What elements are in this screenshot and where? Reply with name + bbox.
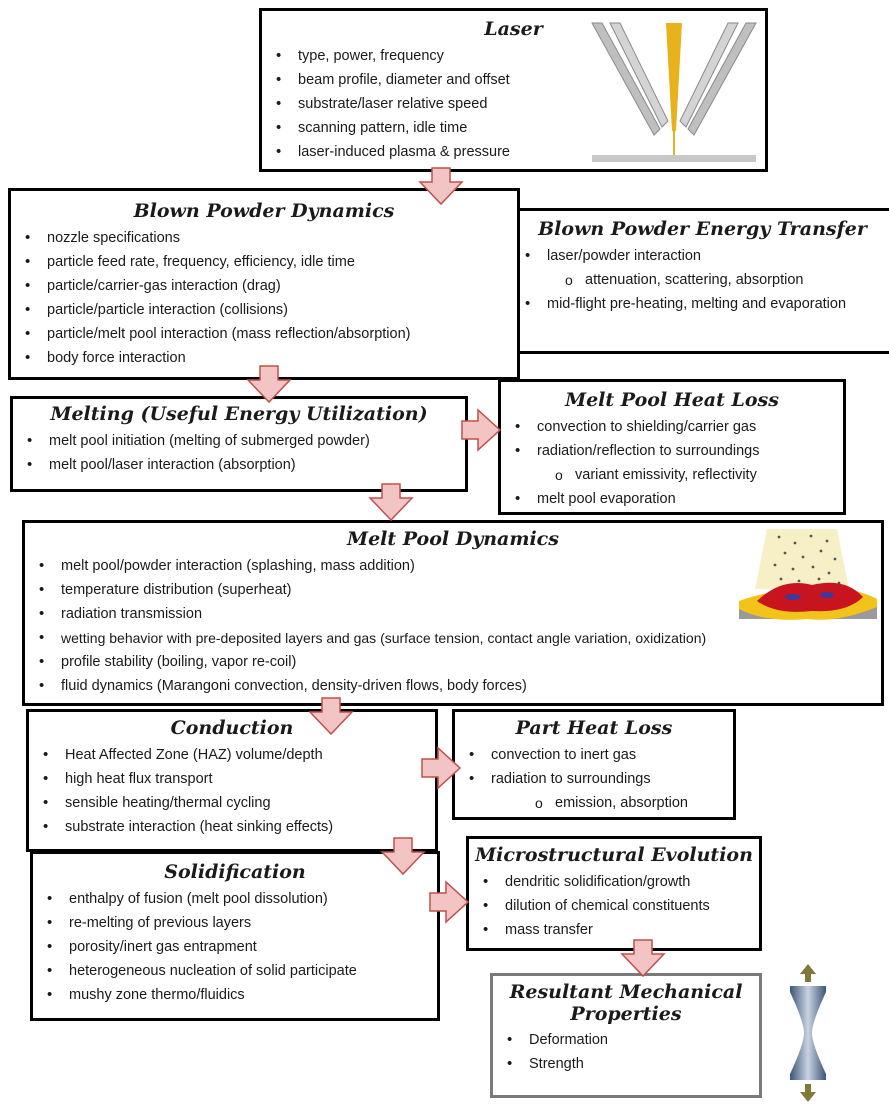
resultant-mechanical-properties-box: Resultant Mechanical Properties Deformat…	[490, 973, 762, 1098]
melt-pool-heat-loss-title: Melt Pool Heat Loss	[565, 389, 779, 411]
resultant-mechanical-properties-title: Resultant Mechanical Properties	[509, 981, 743, 1025]
melt-pool-dynamics-box: Melt Pool Dynamics melt pool/powder inte…	[22, 520, 884, 706]
conduction-box: Conduction Heat Affected Zone (HAZ) volu…	[26, 709, 438, 852]
tensile-specimen-illustration	[790, 964, 826, 1102]
list-item: mass transfer	[469, 918, 759, 942]
arrow-microstructure-to-properties	[620, 939, 666, 978]
arrow-dynamics-to-conduction	[308, 697, 354, 736]
list-item: dilution of chemical constituents	[469, 894, 759, 918]
solidification-list: enthalpy of fusion (melt pool dissolutio…	[33, 887, 437, 1007]
list-item: porosity/inert gas entrapment	[33, 935, 437, 959]
melting-list: melt pool initiation (melting of submerg…	[13, 429, 465, 477]
list-item: substrate/laser relative speed	[262, 92, 765, 116]
list-item: Deformation	[493, 1028, 759, 1052]
laser-title: Laser	[484, 18, 543, 40]
melt-pool-dynamics-list: melt pool/powder interaction (splashing,…	[25, 554, 881, 698]
list-item: convection to inert gas	[455, 743, 733, 767]
list-item: mid-flight pre-heating, melting and evap…	[511, 292, 847, 316]
list-item: type, power, frequency	[262, 44, 765, 68]
microstructural-evolution-box: Microstructural Evolution dendritic soli…	[466, 836, 762, 951]
microstructural-evolution-list: dendritic solidification/growth dilution…	[469, 870, 759, 942]
list-item: convection to shielding/carrier gas	[501, 415, 843, 439]
list-item: laser-induced plasma & pressure	[262, 140, 765, 164]
melt-pool-dynamics-title: Melt Pool Dynamics	[347, 528, 559, 550]
melt-pool-illustration	[739, 529, 877, 620]
list-item: radiation to surroundings	[455, 767, 733, 791]
part-heat-loss-title: Part Heat Loss	[515, 717, 673, 739]
arrow-laser-to-powder	[418, 167, 464, 206]
list-item: Strength	[493, 1052, 759, 1076]
list-item: profile stability (boiling, vapor re-coi…	[25, 650, 881, 674]
arrow-powder-to-melting	[246, 365, 292, 404]
solidification-box: Solidification enthalpy of fusion (melt …	[30, 851, 440, 1021]
list-item: radiation/reflection to surroundings	[501, 439, 843, 463]
solidification-title: Solidification	[164, 861, 306, 883]
list-item: particle/carrier-gas interaction (drag)	[11, 274, 517, 298]
list-item: particle/particle interaction (collision…	[11, 298, 517, 322]
list-subitem: attenuation, scattering, absorption	[511, 268, 889, 292]
laser-list: type, power, frequency beam profile, dia…	[262, 44, 765, 164]
arrow-conduction-to-part-heat-loss	[421, 746, 462, 790]
blown-powder-dynamics-title: Blown Powder Dynamics	[133, 200, 395, 222]
part-heat-loss-list: convection to inert gas radiation to sur…	[455, 743, 733, 815]
blown-powder-dynamics-box: Blown Powder Dynamics nozzle specificati…	[8, 188, 520, 380]
list-item: dendritic solidification/growth	[469, 870, 759, 894]
list-item: scanning pattern, idle time	[262, 116, 765, 140]
melt-pool-heat-loss-box: Melt Pool Heat Loss convection to shield…	[498, 379, 846, 515]
list-item: fluid dynamics (Marangoni convection, de…	[25, 674, 881, 698]
melting-title: Melting (Useful Energy Utilization)	[50, 403, 428, 425]
conduction-title: Conduction	[170, 717, 294, 739]
list-item: particle/melt pool interaction (mass ref…	[11, 322, 517, 346]
melt-pool-heat-loss-list: convection to shielding/carrier gas radi…	[501, 415, 843, 511]
blown-powder-energy-transfer-box: Blown Powder Energy Transfer laser/powde…	[508, 208, 889, 354]
list-item: melt pool/powder interaction (splashing,…	[25, 554, 881, 578]
blown-powder-dynamics-list: nozzle specifications particle feed rate…	[11, 226, 517, 370]
list-item: nozzle specifications	[11, 226, 517, 250]
list-item: melt pool initiation (melting of submerg…	[13, 429, 465, 453]
list-item: radiation transmission	[25, 602, 881, 626]
list-item: enthalpy of fusion (melt pool dissolutio…	[33, 887, 437, 911]
list-subitem: emission, absorption	[455, 791, 733, 815]
list-item: melt pool evaporation	[501, 487, 843, 511]
list-item: wetting behavior with pre-deposited laye…	[25, 626, 881, 650]
microstructural-evolution-title: Microstructural Evolution	[475, 844, 753, 866]
blown-powder-energy-transfer-list: laser/powder interaction attenuation, sc…	[511, 244, 889, 316]
arrow-melting-to-dynamics	[368, 483, 414, 522]
list-item: body force interaction	[11, 346, 517, 370]
list-item: laser/powder interaction	[511, 244, 889, 268]
arrow-solidification-to-microstructure	[429, 880, 470, 924]
list-item: re-melting of previous layers	[33, 911, 437, 935]
list-item: substrate interaction (heat sinking effe…	[29, 815, 435, 839]
list-item: Heat Affected Zone (HAZ) volume/depth	[29, 743, 435, 767]
laser-box: Laser type, power, frequency beam profil…	[259, 8, 768, 172]
list-item: mushy zone thermo/fluidics	[33, 983, 437, 1007]
blown-powder-energy-transfer-title: Blown Powder Energy Transfer	[538, 218, 867, 240]
arrow-conduction-to-solidification	[380, 837, 426, 876]
conduction-list: Heat Affected Zone (HAZ) volume/depth hi…	[29, 743, 435, 839]
laser-nozzle-illustration	[591, 22, 757, 162]
melting-box: Melting (Useful Energy Utilization) melt…	[10, 396, 468, 492]
resultant-mechanical-properties-list: Deformation Strength	[493, 1028, 759, 1076]
list-item: melt pool/laser interaction (absorption)	[13, 453, 465, 477]
list-item: heterogeneous nucleation of solid partic…	[33, 959, 437, 983]
list-item: temperature distribution (superheat)	[25, 578, 881, 602]
list-item: particle feed rate, frequency, efficienc…	[11, 250, 517, 274]
part-heat-loss-box: Part Heat Loss convection to inert gas r…	[452, 709, 736, 820]
list-item: beam profile, diameter and offset	[262, 68, 765, 92]
arrow-melting-to-heat-loss	[461, 408, 502, 452]
list-item: high heat flux transport	[29, 767, 435, 791]
list-subitem: variant emissivity, reflectivity	[501, 463, 843, 487]
list-item: sensible heating/thermal cycling	[29, 791, 435, 815]
